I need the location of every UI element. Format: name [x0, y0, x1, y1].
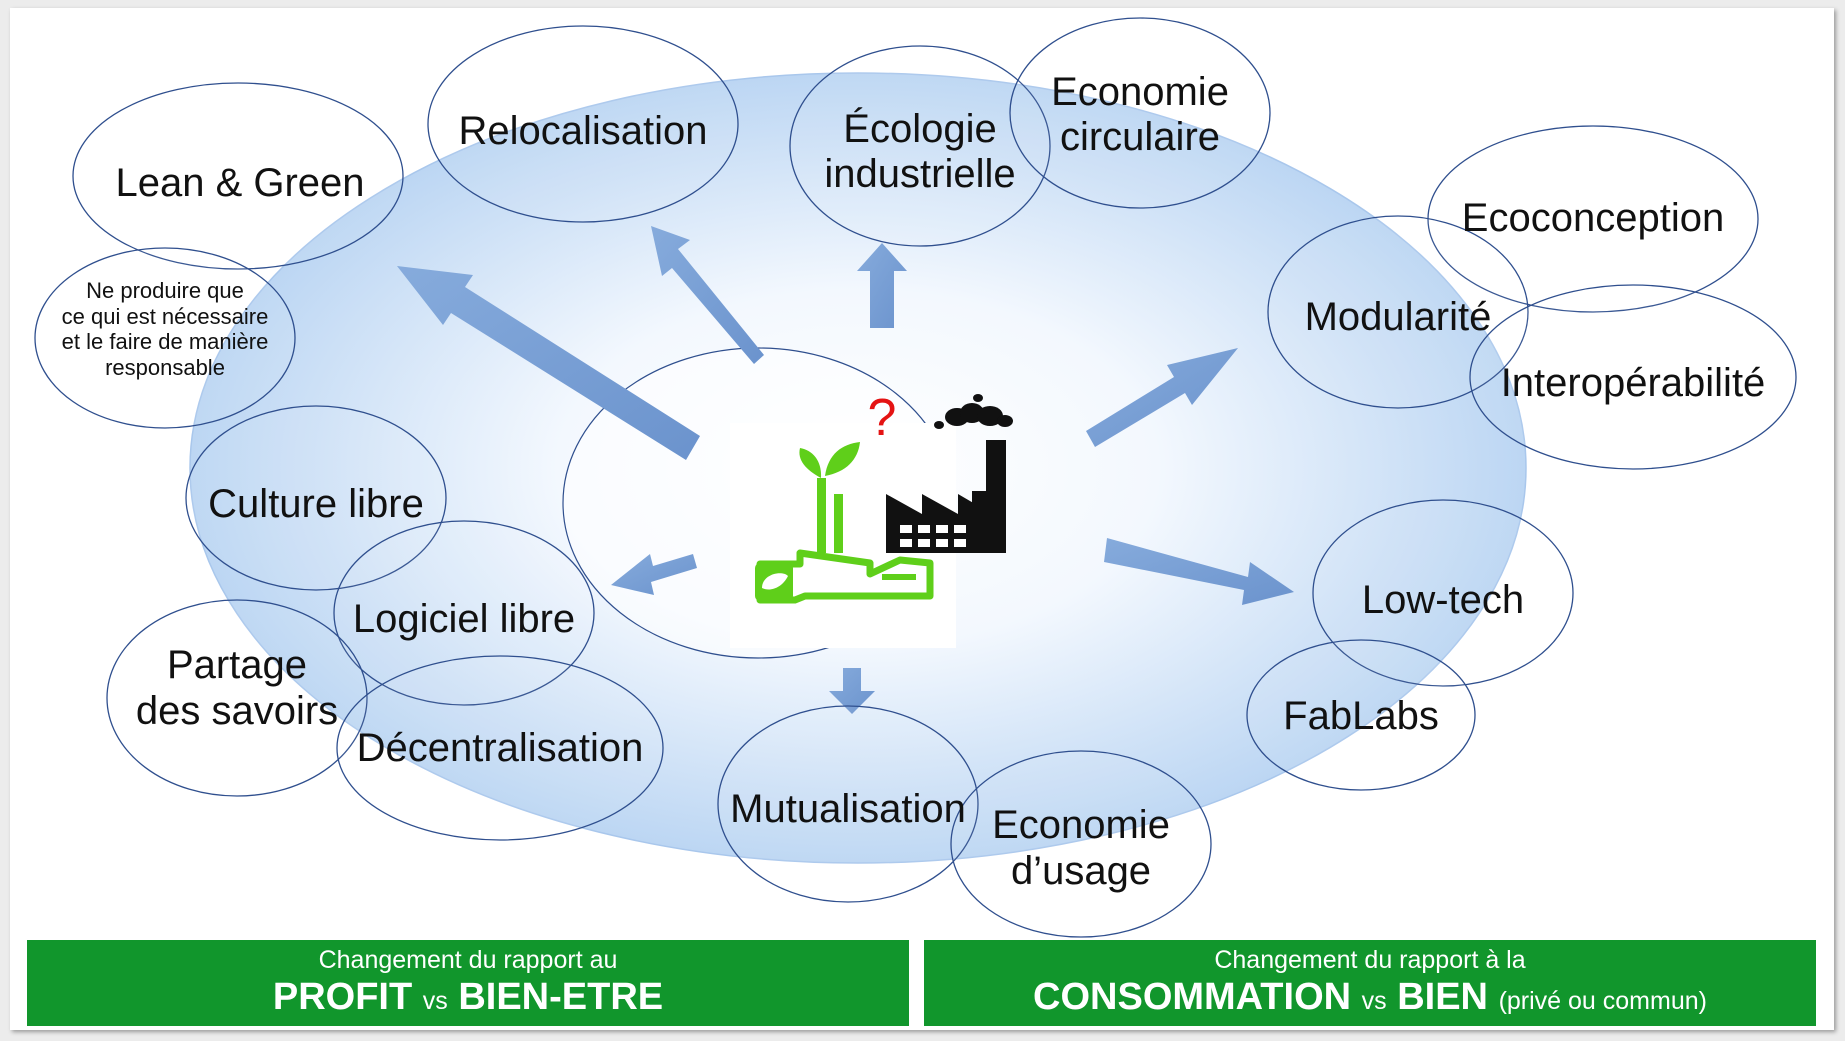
- banner-right-word2: BIEN: [1397, 976, 1488, 1018]
- banner-right-vs: vs: [1361, 987, 1387, 1015]
- bubble-fablabs: [1246, 639, 1476, 791]
- label-decentralisation: Décentralisation: [357, 726, 644, 770]
- bubble-economie-usage: [950, 750, 1212, 938]
- label-usage-1: Economie: [992, 803, 1170, 847]
- label-ecologie-1: Écologie: [843, 106, 996, 151]
- arrow-to-ecologie: [857, 243, 907, 328]
- bubble-mutualisation: [717, 705, 979, 903]
- bubble-modularite: [1267, 215, 1529, 409]
- bubble-low-tech: [1312, 499, 1574, 687]
- bubble-ecologie-industrielle: [789, 45, 1051, 247]
- bubble-interoperabilite: [1469, 284, 1797, 470]
- eco-factory-icon: [730, 394, 1013, 648]
- label-circulaire-2: circulaire: [1060, 115, 1220, 159]
- concept-diagram: ?: [34, 17, 1797, 938]
- label-circulaire-1: Economie: [1051, 70, 1229, 114]
- bubble-partage-savoirs: [106, 599, 368, 797]
- bubble-lean-green: [72, 82, 404, 270]
- arrow-to-low-tech: [1104, 538, 1294, 605]
- label-mutualisation: Mutualisation: [730, 787, 966, 831]
- arrow-to-culture-libre: [611, 554, 697, 595]
- label-ne-produire-3: et le faire de manière: [62, 329, 269, 354]
- bubble-economie-circulaire: [1009, 17, 1271, 209]
- banner-profit-bien-etre: Changement du rapport au PROFIT vs BIEN-…: [27, 940, 909, 1026]
- arrow-to-modularite: [1086, 348, 1238, 447]
- banner-right-subtitle: Changement du rapport à la: [1214, 946, 1526, 974]
- label-relocalisation: Relocalisation: [458, 109, 707, 153]
- banner-right-suffix: (privé ou commun): [1498, 987, 1707, 1015]
- arrow-to-mutualisation: [829, 668, 875, 714]
- label-culture-libre: Culture libre: [208, 482, 424, 526]
- arrow-to-lean-green: [397, 266, 700, 460]
- label-interoperabilite: Interopérabilité: [1501, 361, 1766, 405]
- banner-left-title: PROFIT vs BIEN-ETRE: [27, 974, 909, 1024]
- label-modularite: Modularité: [1305, 295, 1492, 339]
- slide: ?: [10, 8, 1834, 1030]
- banner-right-word1: CONSOMMATION: [1033, 976, 1352, 1018]
- banner-left-word1: PROFIT: [272, 976, 413, 1018]
- label-ecologie-2: industrielle: [824, 152, 1015, 196]
- bubble-relocalisation: [427, 25, 739, 223]
- arrow-to-relocalisation: [651, 226, 764, 364]
- question-mark-icon: ?: [868, 389, 897, 447]
- bubble-outlines: [34, 17, 1797, 938]
- label-ne-produire-1: Ne produire que: [86, 278, 244, 303]
- label-ne-produire-4: responsable: [105, 355, 225, 380]
- label-ne-produire-2: ce qui est nécessaire: [62, 304, 269, 329]
- label-partage-2: des savoirs: [136, 689, 338, 733]
- label-low-tech: Low-tech: [1362, 578, 1524, 622]
- label-fablabs: FabLabs: [1283, 694, 1439, 738]
- bubble-ne-produire: [34, 247, 296, 429]
- bubble-logiciel-libre: [333, 520, 595, 706]
- banner-left-vs: vs: [422, 987, 448, 1015]
- bubble-culture-libre: [185, 405, 447, 591]
- label-usage-2: d’usage: [1011, 849, 1151, 893]
- banner-left-subtitle: Changement du rapport au: [318, 946, 618, 974]
- arrows: [397, 226, 1294, 714]
- bubble-decentralisation: [336, 655, 664, 841]
- label-lean-green: Lean & Green: [115, 161, 364, 205]
- label-partage-1: Partage: [167, 643, 307, 687]
- banner-right-title: CONSOMMATION vs BIEN (privé ou commun): [924, 974, 1816, 1024]
- banner-consommation-bien: Changement du rapport à la CONSOMMATION …: [924, 940, 1816, 1026]
- banner-left-word2: BIEN-ETRE: [458, 976, 664, 1018]
- label-ecoconception: Ecoconception: [1462, 196, 1724, 240]
- label-logiciel-libre: Logiciel libre: [353, 597, 575, 641]
